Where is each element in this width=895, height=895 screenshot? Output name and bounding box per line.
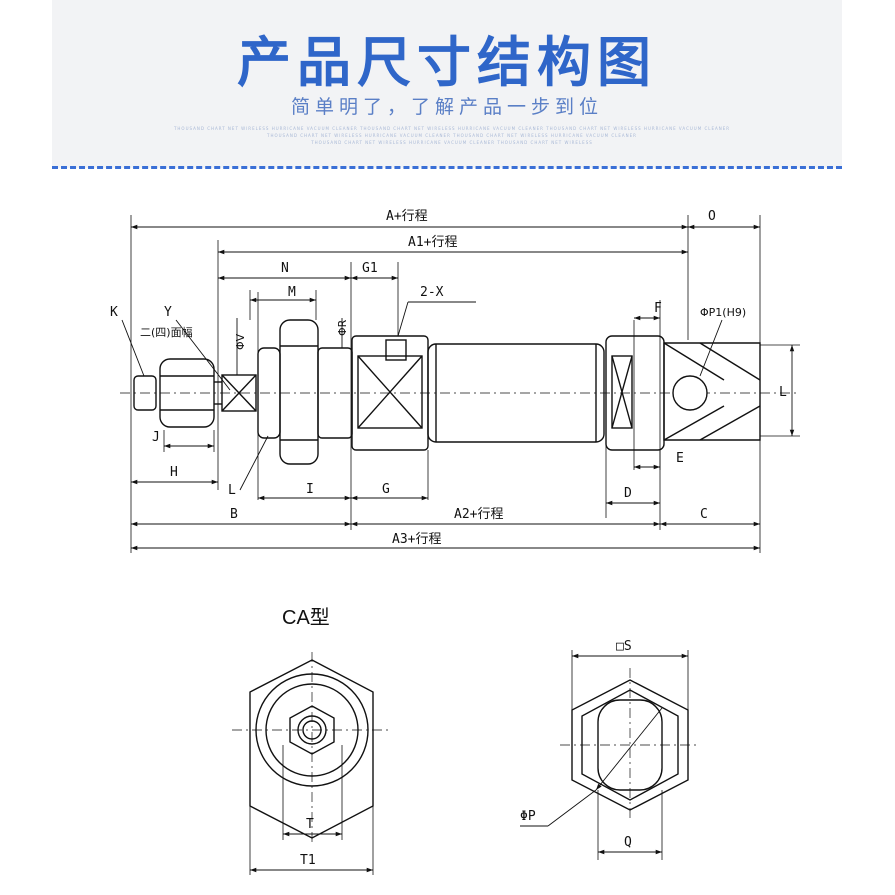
main-view-labels: A+行程 O A1+行程 N G1 M 2-X K Y 二(四)面幅 ΦV ΦR… <box>110 209 787 547</box>
rear-end-view <box>520 650 700 860</box>
label-s: □S <box>616 639 632 654</box>
air-port <box>385 339 407 361</box>
label-f: F <box>654 301 662 316</box>
label-i: I <box>306 482 314 497</box>
label-m: M <box>288 285 296 300</box>
label-o: O <box>708 209 716 224</box>
page-title: 产品尺寸结构图 <box>237 31 657 94</box>
micro-text-3: THOUSAND CHART NET WIRELESS HURRICANE VA… <box>311 140 593 145</box>
label-a-stroke: A+行程 <box>386 209 428 224</box>
label-h: H <box>170 465 178 480</box>
label-a2-stroke: A2+行程 <box>454 507 503 522</box>
header-divider <box>52 166 842 169</box>
cylinder-side-view <box>120 319 800 465</box>
label-phi-p: ΦP <box>520 809 536 824</box>
head-nut <box>279 319 319 465</box>
label-a1-stroke: A1+行程 <box>408 235 457 250</box>
label-2x: 2-X <box>420 285 444 300</box>
label-q: Q <box>624 835 632 850</box>
label-l-left: L <box>228 483 236 498</box>
ca-front-view <box>232 652 392 875</box>
label-c: C <box>700 507 708 522</box>
label-g1: G1 <box>362 261 378 276</box>
label-e: E <box>676 451 684 466</box>
label-g: G <box>382 482 390 497</box>
label-j: J <box>152 430 160 445</box>
label-a3-stroke: A3+行程 <box>392 532 441 547</box>
label-n: N <box>281 261 289 276</box>
pin-hole <box>672 375 708 411</box>
label-b: B <box>230 507 238 522</box>
label-phi-v: ΦV <box>234 333 247 350</box>
label-phi-p1: ΦP1(H9) <box>700 306 746 319</box>
rod-flats <box>221 374 257 412</box>
rod-end-tip <box>133 375 157 411</box>
label-two-four-faces: 二(四)面幅 <box>140 326 193 339</box>
label-phi-r: ΦR <box>336 319 349 336</box>
label-ca-type: CA型 <box>282 606 330 629</box>
label-d: D <box>624 486 632 501</box>
barrel <box>427 343 605 443</box>
label-t: T <box>306 817 314 832</box>
rod-nut <box>159 358 215 428</box>
label-y: Y <box>164 305 172 320</box>
header-banner: 产品尺寸结构图 简单明了，了解产品一步到位 THOUSAND CHART NET… <box>52 0 842 168</box>
page-subtitle: 简单明了，了解产品一步到位 <box>290 96 603 118</box>
dimension-lines <box>121 224 795 551</box>
label-k: K <box>110 305 118 320</box>
label-l-right: L <box>779 385 787 400</box>
micro-text-2: THOUSAND CHART NET WIRELESS HURRICANE VA… <box>267 133 637 138</box>
micro-text-1: THOUSAND CHART NET WIRELESS HURRICANE VA… <box>173 126 731 131</box>
label-t1: T1 <box>300 853 316 868</box>
